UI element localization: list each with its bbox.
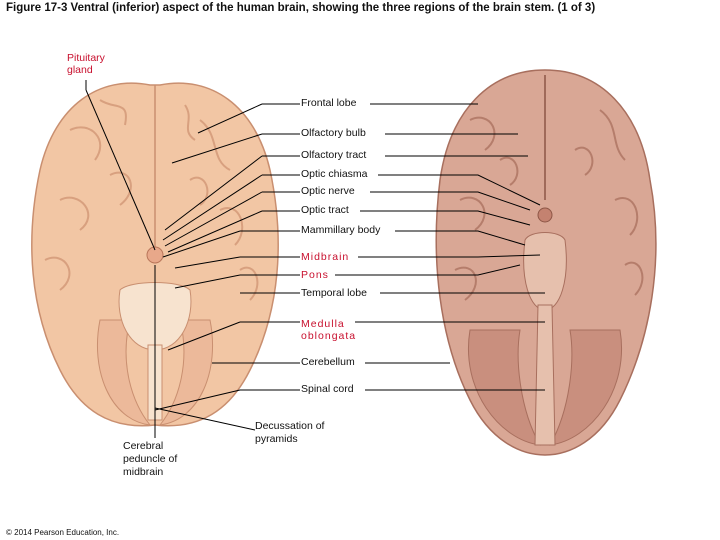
right-leader-lines	[335, 103, 545, 391]
label-optic-nerve: Optic nerve	[301, 185, 355, 197]
label-temporal-lobe: Temporal lobe	[301, 287, 367, 299]
label-pituitary-gland: Pituitary gland	[67, 52, 105, 76]
label-olfactory-bulb: Olfactory bulb	[301, 127, 366, 139]
photographic-brain	[435, 69, 657, 456]
label-cerebral-peduncle: Cerebral peduncle of midbrain	[123, 440, 178, 478]
label-midbrain: Midbrain	[301, 251, 350, 263]
label-olfactory-tract: Olfactory tract	[301, 149, 367, 161]
label-cerebellum: Cerebellum	[301, 356, 355, 368]
figure-title: Figure 17-3 Ventral (inferior) aspect of…	[6, 2, 596, 14]
illustrated-brain	[31, 82, 279, 427]
label-pons: Pons	[301, 269, 329, 281]
left-leader-lines	[85, 80, 300, 438]
copyright-notice: © 2014 Pearson Education, Inc.	[6, 528, 120, 537]
label-mammillary-body: Mammillary body	[301, 224, 381, 236]
label-spinal-cord: Spinal cord	[301, 383, 354, 395]
label-decussation-of-pyramids: Decussation of pyramids	[255, 420, 325, 445]
label-optic-chiasma: Optic chiasma	[301, 168, 368, 180]
label-optic-tract: Optic tract	[301, 204, 349, 216]
label-medulla-oblongata: Medulla oblongata	[301, 318, 357, 342]
label-frontal-lobe: Frontal lobe	[301, 97, 357, 109]
